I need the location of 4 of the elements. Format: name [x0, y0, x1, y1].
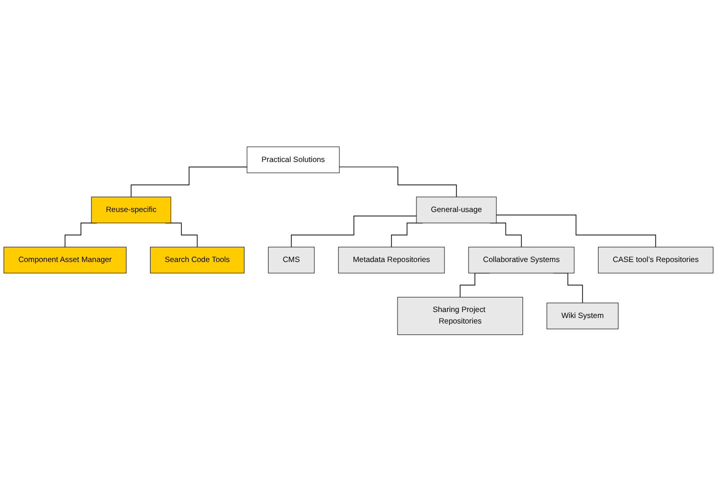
connector	[496, 214, 656, 248]
connector	[290, 215, 417, 248]
connector	[130, 166, 248, 198]
connector	[339, 166, 457, 198]
